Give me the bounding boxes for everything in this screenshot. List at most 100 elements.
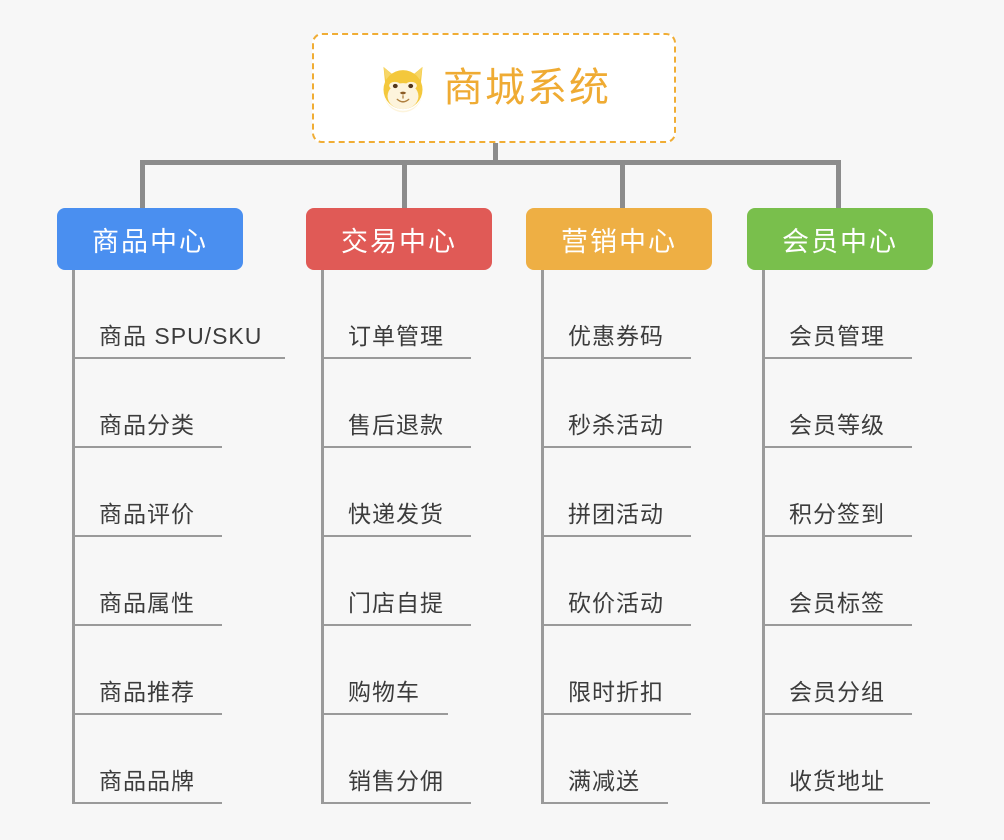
leaf-underline bbox=[541, 802, 668, 804]
list-item[interactable]: 商品品牌 bbox=[57, 715, 243, 804]
leaf-label: 销售分佣 bbox=[348, 768, 444, 794]
connector-drop-3 bbox=[620, 160, 625, 208]
leaf-label: 会员管理 bbox=[789, 323, 885, 349]
leaf-label: 秒杀活动 bbox=[568, 412, 664, 438]
leaf-label: 会员标签 bbox=[789, 590, 885, 616]
leaf-label: 门店自提 bbox=[348, 590, 444, 616]
leaf-underline bbox=[321, 713, 448, 715]
list-item[interactable]: 商品 SPU/SKU bbox=[57, 270, 285, 359]
list-item[interactable]: 拼团活动 bbox=[526, 448, 712, 537]
branch-product-center: 商品中心 商品 SPU/SKU 商品分类 商品评价 商品属性 商品推荐 bbox=[57, 208, 285, 804]
list-item[interactable]: 商品属性 bbox=[57, 537, 243, 626]
leaf-label: 商品品牌 bbox=[99, 768, 195, 794]
list-item[interactable]: 快递发货 bbox=[306, 448, 492, 537]
connector-root-stem bbox=[493, 143, 498, 164]
connector-drop-1 bbox=[140, 160, 145, 208]
leaf-underline bbox=[541, 446, 691, 448]
leaf-underline bbox=[72, 624, 222, 626]
leaf-label: 砍价活动 bbox=[568, 590, 664, 616]
list-item[interactable]: 会员分组 bbox=[747, 626, 933, 715]
leaf-label: 商品推荐 bbox=[99, 679, 195, 705]
branch-body-trade-center: 订单管理 售后退款 快递发货 门店自提 购物车 销售分佣 bbox=[306, 270, 492, 804]
leaf-underline bbox=[762, 535, 912, 537]
list-item[interactable]: 优惠券码 bbox=[526, 270, 712, 359]
leaf-underline bbox=[541, 357, 691, 359]
list-item[interactable]: 会员标签 bbox=[747, 537, 933, 626]
list-item[interactable]: 商品评价 bbox=[57, 448, 243, 537]
list-item[interactable]: 购物车 bbox=[306, 626, 492, 715]
leaf-label: 商品 SPU/SKU bbox=[99, 323, 263, 349]
leaf-label: 积分签到 bbox=[789, 501, 885, 527]
leaf-underline bbox=[72, 802, 222, 804]
leaf-label: 拼团活动 bbox=[568, 501, 664, 527]
list-item[interactable]: 秒杀活动 bbox=[526, 359, 712, 448]
branch-body-marketing-center: 优惠券码 秒杀活动 拼团活动 砍价活动 限时折扣 满减送 bbox=[526, 270, 712, 804]
list-item[interactable]: 限时折扣 bbox=[526, 626, 712, 715]
leaf-underline bbox=[541, 535, 691, 537]
root-node[interactable]: 商城系统 bbox=[312, 33, 676, 143]
leaf-underline bbox=[321, 535, 471, 537]
list-item[interactable]: 会员管理 bbox=[747, 270, 933, 359]
list-item[interactable]: 满减送 bbox=[526, 715, 712, 804]
leaf-underline bbox=[541, 713, 691, 715]
branch-spine bbox=[321, 270, 324, 804]
connector-drop-4 bbox=[836, 160, 841, 208]
branch-spine bbox=[762, 270, 765, 804]
leaf-label: 快递发货 bbox=[348, 501, 444, 527]
leaf-underline bbox=[321, 357, 471, 359]
branch-header-label: 营销中心 bbox=[561, 226, 677, 257]
leaf-underline bbox=[762, 446, 912, 448]
shiba-dog-face-icon bbox=[383, 66, 423, 113]
leaf-label: 优惠券码 bbox=[568, 323, 664, 349]
leaf-underline bbox=[321, 446, 471, 448]
leaf-underline bbox=[762, 802, 930, 804]
root-title: 商城系统 bbox=[443, 66, 611, 110]
leaf-underline bbox=[541, 624, 691, 626]
leaf-label: 商品评价 bbox=[99, 501, 195, 527]
connector-drop-2 bbox=[402, 160, 407, 208]
branch-spine bbox=[541, 270, 544, 804]
list-item[interactable]: 会员等级 bbox=[747, 359, 933, 448]
leaf-label: 满减送 bbox=[568, 768, 640, 794]
leaf-underline bbox=[72, 357, 285, 359]
list-item[interactable]: 砍价活动 bbox=[526, 537, 712, 626]
leaf-underline bbox=[72, 535, 222, 537]
leaf-underline bbox=[321, 624, 471, 626]
leaf-label: 限时折扣 bbox=[568, 679, 664, 705]
list-item[interactable]: 门店自提 bbox=[306, 537, 492, 626]
leaf-label: 购物车 bbox=[348, 679, 420, 705]
branch-header-product-center[interactable]: 商品中心 bbox=[57, 208, 243, 270]
list-item[interactable]: 商品分类 bbox=[57, 359, 243, 448]
branch-header-label: 商品中心 bbox=[92, 226, 208, 257]
leaf-label: 收货地址 bbox=[789, 768, 885, 794]
branch-body-member-center: 会员管理 会员等级 积分签到 会员标签 会员分组 收货地址 bbox=[747, 270, 933, 804]
leaf-label: 商品属性 bbox=[99, 590, 195, 616]
connector-horizontal-bus bbox=[140, 160, 840, 165]
branch-header-trade-center[interactable]: 交易中心 bbox=[306, 208, 492, 270]
list-item[interactable]: 订单管理 bbox=[306, 270, 492, 359]
list-item[interactable]: 销售分佣 bbox=[306, 715, 492, 804]
branch-header-label: 交易中心 bbox=[341, 226, 457, 257]
leaf-underline bbox=[762, 624, 912, 626]
branch-trade-center: 交易中心 订单管理 售后退款 快递发货 门店自提 购物车 bbox=[306, 208, 492, 804]
leaf-underline bbox=[72, 446, 222, 448]
leaf-underline bbox=[762, 357, 912, 359]
leaf-label: 售后退款 bbox=[348, 412, 444, 438]
list-item[interactable]: 积分签到 bbox=[747, 448, 933, 537]
branch-header-member-center[interactable]: 会员中心 bbox=[747, 208, 933, 270]
branch-header-label: 会员中心 bbox=[782, 226, 898, 257]
leaf-underline bbox=[72, 713, 222, 715]
list-item[interactable]: 商品推荐 bbox=[57, 626, 243, 715]
branch-marketing-center: 营销中心 优惠券码 秒杀活动 拼团活动 砍价活动 限时折扣 bbox=[526, 208, 712, 804]
branch-header-marketing-center[interactable]: 营销中心 bbox=[526, 208, 712, 270]
leaf-label: 商品分类 bbox=[99, 412, 195, 438]
branch-body-product-center: 商品 SPU/SKU 商品分类 商品评价 商品属性 商品推荐 商品品牌 bbox=[57, 270, 285, 804]
branch-member-center: 会员中心 会员管理 会员等级 积分签到 会员标签 会员分组 bbox=[747, 208, 933, 804]
leaf-underline bbox=[762, 713, 912, 715]
list-item[interactable]: 售后退款 bbox=[306, 359, 492, 448]
list-item[interactable]: 收货地址 bbox=[747, 715, 933, 804]
leaf-underline bbox=[321, 802, 471, 804]
leaf-label: 订单管理 bbox=[348, 323, 444, 349]
leaf-label: 会员等级 bbox=[789, 412, 885, 438]
